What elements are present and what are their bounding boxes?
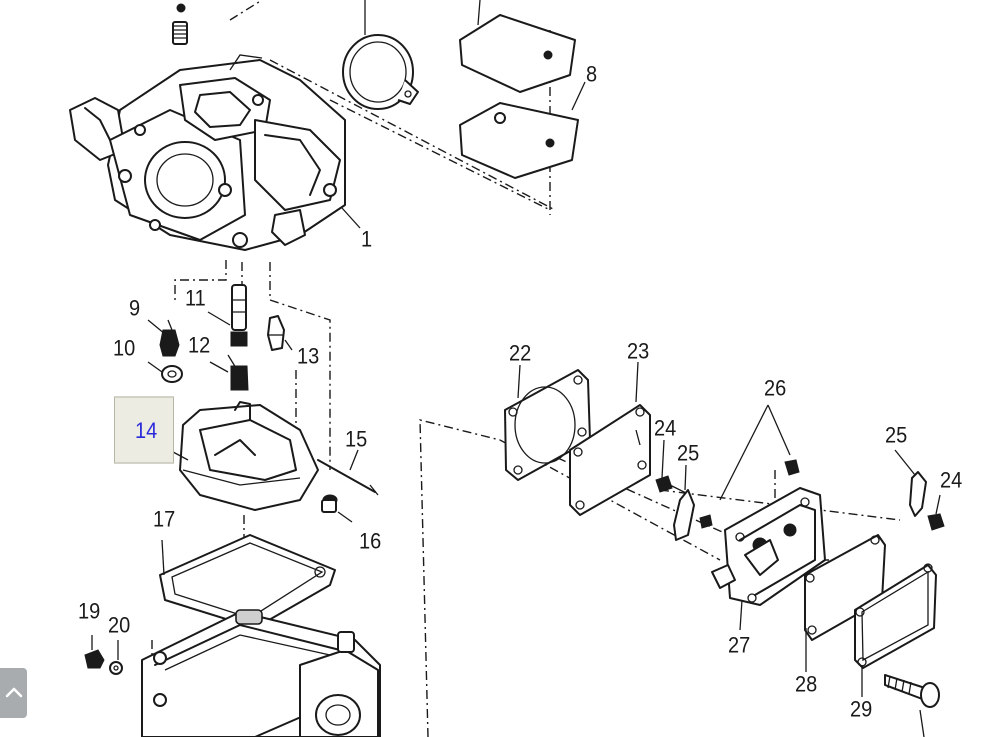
callout-leaders — [147, 81, 863, 697]
pump-diaphragm-23 — [569, 404, 651, 516]
float-pin — [317, 459, 379, 496]
fuel-pump-body — [711, 487, 826, 606]
callout-27[interactable]: 27 — [728, 633, 751, 659]
pump-fittings-right — [894, 449, 945, 531]
callout-14-label: 14 — [135, 418, 158, 444]
float-bowl — [141, 609, 381, 737]
callout-14[interactable]: 14 — [114, 396, 174, 464]
callout-22[interactable]: 22 — [509, 341, 532, 367]
pump-cover-29 — [854, 563, 937, 669]
callout-23[interactable]: 23 — [627, 339, 650, 365]
callout-16[interactable]: 16 — [359, 529, 382, 555]
callout-10[interactable]: 10 — [113, 336, 136, 362]
callout-12[interactable]: 12 — [188, 333, 211, 359]
top-spring-part — [172, 3, 188, 45]
drain-screws — [84, 635, 123, 675]
callout-24-right[interactable]: 24 — [940, 468, 963, 494]
callout-29[interactable]: 29 — [850, 697, 873, 723]
callout-1[interactable]: 1 — [361, 227, 373, 253]
ring-gasket — [342, 0, 419, 110]
bowl-gasket — [159, 534, 336, 629]
callout-28[interactable]: 28 — [795, 672, 818, 698]
cover-plates — [459, 0, 579, 179]
callout-13[interactable]: 13 — [297, 344, 320, 370]
callout-11[interactable]: 11 — [185, 286, 206, 312]
callout-25-left[interactable]: 25 — [677, 441, 700, 467]
scroll-up-button[interactable] — [0, 668, 27, 718]
screw-16 — [321, 494, 353, 523]
pump-fittings-left — [655, 404, 800, 541]
callout-9[interactable]: 9 — [129, 296, 141, 322]
callout-25-right[interactable]: 25 — [885, 423, 908, 449]
float — [179, 401, 319, 511]
carburetor-body — [69, 54, 346, 251]
callout-20[interactable]: 20 — [108, 613, 131, 639]
callout-26[interactable]: 26 — [764, 376, 787, 402]
callout-24-left[interactable]: 24 — [654, 416, 677, 442]
callout-17[interactable]: 17 — [153, 507, 176, 533]
callout-8[interactable]: 8 — [586, 62, 598, 88]
callout-15[interactable]: 15 — [345, 427, 368, 453]
chevron-up-icon — [5, 687, 23, 698]
pump-screw — [884, 674, 940, 737]
callout-19[interactable]: 19 — [78, 599, 101, 625]
small-jets — [159, 284, 285, 391]
